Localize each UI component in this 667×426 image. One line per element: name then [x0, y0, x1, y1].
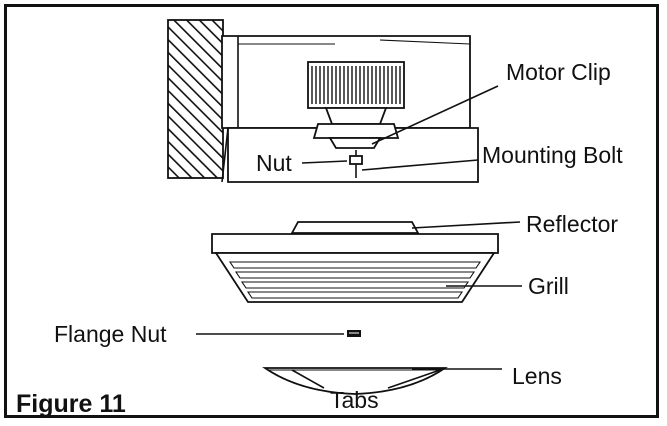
label-mounting-bolt: Mounting Bolt	[482, 142, 623, 168]
ceiling-joist	[167, 19, 224, 179]
label-motor-clip: Motor Clip	[506, 59, 611, 85]
label-reflector: Reflector	[526, 211, 618, 237]
lens	[262, 367, 448, 395]
figure-title: Figure 11	[16, 390, 126, 418]
label-grill: Grill	[528, 273, 569, 299]
label-lens: Lens	[512, 363, 562, 389]
grill-assembly	[211, 221, 499, 303]
label-tabs: Tabs	[330, 387, 379, 413]
flange-nut	[347, 330, 361, 337]
mounting-bolt-and-nut	[349, 150, 363, 178]
label-nut: Nut	[256, 150, 292, 176]
leader-lines	[196, 85, 522, 389]
label-flange-nut: Flange Nut	[54, 321, 167, 347]
motor	[307, 61, 405, 149]
